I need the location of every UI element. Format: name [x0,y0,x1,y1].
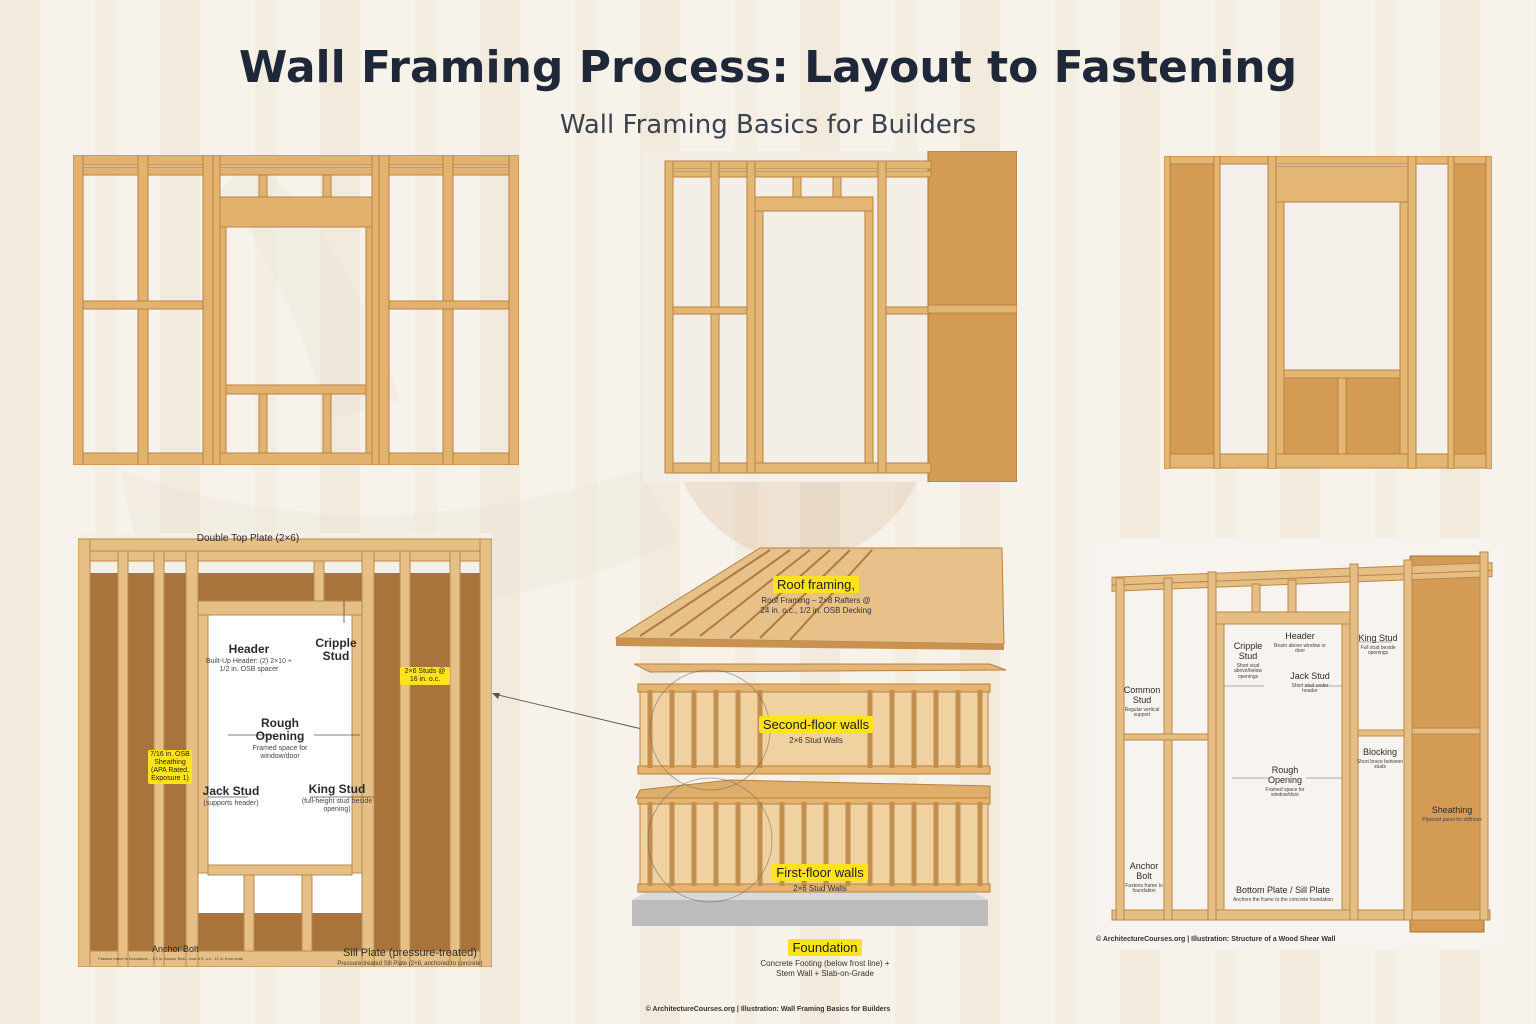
leader-lines [208,601,374,798]
osb-sheathing-tag: 7/16 in. OSB Sheathing (APA Rated, Expos… [148,750,192,785]
exploded-house-illustration [614,547,1007,926]
roof-frame [614,547,1005,650]
connector-arrow [492,693,647,731]
top-plate-label: Double Top Plate (2×6) [196,533,300,544]
studs-spacing-tag: 2×6 Studs @ 16 in. o.c. [400,667,450,686]
foundation-slab [632,890,988,926]
jack-stud-label: Jack Stud(supports header) [202,784,260,808]
footer-credit: © ArchitectureCourses.org | Illustration… [645,1006,891,1013]
page-title: Wall Framing Process: Layout to Fastenin… [238,42,1298,93]
cripple-stud-label: Cripple Stud [315,636,357,664]
king-stud-label: King Stud(full-height stud beside openin… [301,782,373,813]
wall-frame-layout-illustration [73,155,519,465]
wall-frame-sheathing-start-illustration [643,151,1017,482]
roof-framing-label: Roof framing,Roof Framing – 2×8 Rafters … [760,576,872,615]
ceiling-deck [633,663,1007,673]
page-subtitle: Wall Framing Basics for Builders [559,110,977,140]
wall-frame-sheathed-illustration [1164,156,1492,469]
exploded-house-panel: Roof framing,Roof Framing – 2×8 Rafters … [610,540,1010,980]
shear-leader-lines [1224,641,1392,779]
shear-wall-illustration [1092,538,1504,950]
shear-wall-credit: © ArchitectureCourses.org | Illustration… [1096,936,1336,943]
floor-deck [635,779,991,799]
sill-plate-label: Sill Plate (pressure-treated)Pressure-tr… [337,947,483,968]
